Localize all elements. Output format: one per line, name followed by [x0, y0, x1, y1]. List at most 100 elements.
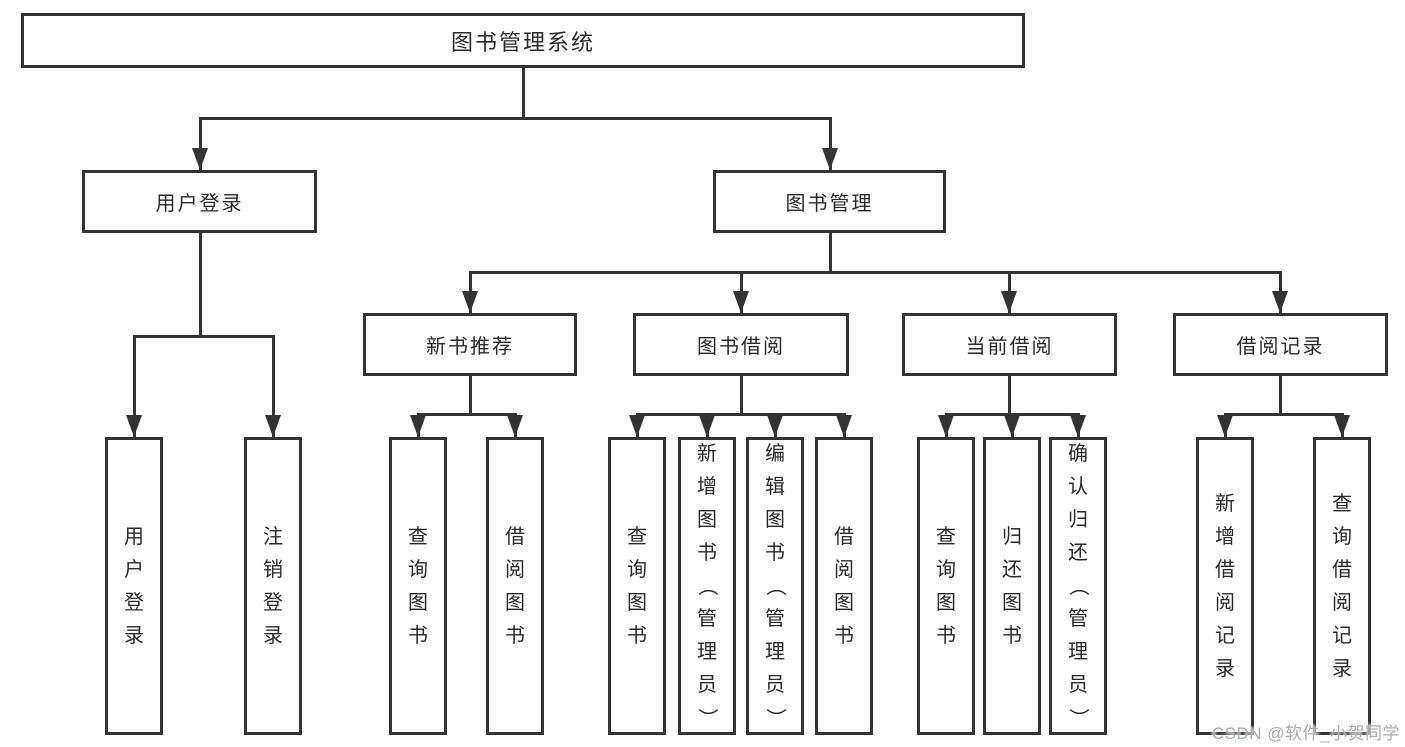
connector-user-login-stem — [198, 233, 202, 336]
arrowhead-br-query — [1334, 415, 1350, 437]
vertical-char: 书 — [936, 624, 956, 647]
arrowhead-login — [126, 415, 142, 437]
connector-drop-user-login — [198, 118, 202, 170]
vertical-char: 员 — [1068, 674, 1088, 696]
vertical-char: 图 — [765, 509, 785, 531]
vertical-char: 编 — [765, 443, 785, 465]
arrowhead-current-borrow — [1001, 291, 1017, 313]
connector-borrow-records-bar — [1223, 412, 1344, 416]
node-current-borrow: 当前借阅 — [902, 313, 1117, 376]
connector-book-borrow-bar — [635, 412, 846, 416]
vertical-char: （ — [696, 576, 718, 596]
connector-borrow-records-stem — [1278, 376, 1282, 414]
connector-new-book-stem — [468, 376, 472, 414]
vertical-char: 用 — [124, 525, 144, 548]
vertical-char: 注 — [263, 525, 283, 548]
vertical-char: 管 — [765, 608, 785, 630]
arrowhead-br-add — [1217, 415, 1233, 437]
vertical-char: （ — [1067, 576, 1089, 596]
vertical-char: 确 — [1068, 443, 1088, 465]
vertical-char: 管 — [1068, 608, 1088, 630]
vertical-char: 图 — [834, 591, 854, 614]
arrowhead-borrow-records — [1272, 291, 1288, 313]
vertical-char: 理 — [1068, 641, 1088, 663]
leaf-br-add-record: 新增借阅记录 — [1196, 437, 1254, 735]
leaf-cb-confirm-return-admin: 确认归还（管理员） — [1049, 437, 1107, 735]
vertical-char: 查 — [627, 525, 647, 548]
vertical-char: 阅 — [1332, 591, 1352, 614]
node-book-mgmt: 图书管理 — [713, 170, 946, 233]
vertical-char: 图 — [697, 509, 717, 531]
vertical-char: 员 — [765, 674, 785, 696]
vertical-char: 录 — [263, 624, 283, 647]
node-borrow-records: 借阅记录 — [1173, 313, 1388, 376]
arrowhead-bb-borrow — [836, 415, 852, 437]
connector-root-stem — [521, 68, 525, 118]
node-user-login: 用户登录 — [82, 170, 317, 233]
vertical-char: 图 — [505, 591, 525, 614]
vertical-char: 辑 — [765, 476, 785, 498]
vertical-char: 书 — [834, 624, 854, 647]
vertical-char: 书 — [765, 542, 785, 564]
connector-book-borrow-stem — [739, 376, 743, 414]
leaf-user-login: 用户登录 — [105, 437, 163, 735]
vertical-char: 记 — [1332, 624, 1352, 647]
vertical-char: 户 — [124, 558, 144, 581]
vertical-char: ） — [764, 708, 786, 728]
leaf-logout: 注销登录 — [244, 437, 302, 735]
leaf-cb-query-books: 查询图书 — [917, 437, 975, 735]
arrowhead-nb-borrow — [507, 415, 523, 437]
leaf-bb-query-books: 查询图书 — [608, 437, 666, 735]
arrowhead-cb-return — [1004, 415, 1020, 437]
vertical-char: 图 — [408, 591, 428, 614]
vertical-char: ） — [696, 708, 718, 728]
arrowhead-new-book — [462, 291, 478, 313]
connector-current-borrow-stem — [1007, 376, 1011, 414]
vertical-char: （ — [764, 576, 786, 596]
arrowhead-bb-add — [699, 415, 715, 437]
vertical-char: 认 — [1068, 476, 1088, 498]
vertical-char: 查 — [1332, 492, 1352, 515]
vertical-char: 阅 — [834, 558, 854, 581]
connector-new-book-bar — [416, 412, 517, 416]
arrowhead-cb-confirm — [1070, 415, 1086, 437]
vertical-char: 询 — [627, 558, 647, 581]
vertical-char: 图 — [1002, 591, 1022, 614]
arrowhead-cb-query — [938, 415, 954, 437]
connector-drop-login — [132, 336, 136, 437]
vertical-char: 还 — [1002, 558, 1022, 581]
vertical-char: 借 — [834, 525, 854, 548]
connector-user-login-bar — [132, 334, 275, 338]
connector-root-bar — [198, 116, 832, 120]
vertical-char: 归 — [1002, 525, 1022, 548]
vertical-char: 询 — [1332, 525, 1352, 548]
vertical-char: 阅 — [1215, 591, 1235, 614]
vertical-char: 理 — [697, 641, 717, 663]
vertical-char: 借 — [1332, 558, 1352, 581]
connector-drop-logout — [271, 336, 275, 437]
vertical-char: 录 — [1215, 657, 1235, 680]
arrowhead-bb-edit — [767, 415, 783, 437]
leaf-br-query-record: 查询借阅记录 — [1313, 437, 1371, 735]
vertical-char: 图 — [627, 591, 647, 614]
vertical-char: 书 — [1002, 624, 1022, 647]
leaf-nb-borrow-books: 借阅图书 — [486, 437, 544, 735]
vertical-char: 借 — [1215, 558, 1235, 581]
arrowhead-book-borrow — [733, 291, 749, 313]
vertical-char: 录 — [124, 624, 144, 647]
leaf-nb-query-books: 查询图书 — [389, 437, 447, 735]
vertical-char: 理 — [765, 641, 785, 663]
arrowhead-bb-query — [629, 415, 645, 437]
vertical-char: 增 — [697, 476, 717, 498]
arrowhead-nb-query — [410, 415, 426, 437]
vertical-char: 增 — [1215, 525, 1235, 548]
vertical-char: 记 — [1215, 624, 1235, 647]
arrowhead-book-mgmt — [822, 148, 838, 170]
vertical-char: 登 — [263, 591, 283, 614]
vertical-char: 书 — [627, 624, 647, 647]
leaf-bb-edit-books-admin: 编辑图书 （ 管理员 ） — [746, 437, 804, 735]
csdn-watermark: CSDN @软件_小贺同学 — [1211, 724, 1400, 743]
vertical-char: 阅 — [505, 558, 525, 581]
vertical-char: 还 — [1068, 542, 1088, 564]
